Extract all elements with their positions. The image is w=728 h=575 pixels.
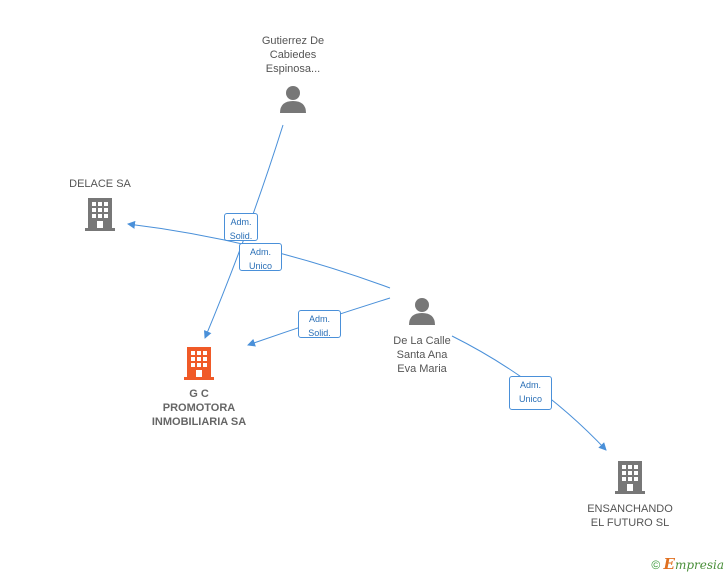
node-label: G C PROMOTORA INMOBILIARIA SA xyxy=(151,388,247,428)
building-icon xyxy=(184,347,214,380)
node-ensanchando[interactable]: ENSANCHANDO EL FUTURO SL xyxy=(574,459,686,530)
node-label: DELACE SA xyxy=(69,178,131,190)
node-gc-promotora[interactable]: G C PROMOTORA INMOBILIARIA SA xyxy=(139,345,259,429)
building-icon xyxy=(615,461,645,494)
edge-label-delacalle-ensanchando: Adm. Unico xyxy=(509,376,552,410)
copyright-symbol: © xyxy=(651,558,661,572)
node-label: Gutierrez De Cabiedes Espinosa... xyxy=(261,35,325,75)
node-gutierrez[interactable]: Gutierrez De Cabiedes Espinosa... xyxy=(238,34,348,118)
building-icon xyxy=(85,198,115,231)
node-delace[interactable]: DELACE SA xyxy=(50,177,150,236)
edge-label-delacalle-gc: Adm. Solid. xyxy=(298,310,341,338)
brand-logo: Empresia xyxy=(663,555,725,573)
node-label: ENSANCHANDO EL FUTURO SL xyxy=(587,503,673,529)
person-icon xyxy=(280,86,306,113)
node-label: De La Calle Santa Ana Eva Maria xyxy=(393,335,451,375)
person-icon xyxy=(409,298,435,325)
edge-label-delacalle-delace: Adm. Unico xyxy=(239,243,282,271)
node-delacalle[interactable]: De La Calle Santa Ana Eva Maria xyxy=(372,296,472,376)
edge-label-gutierrez-gc: Adm. Solid. xyxy=(224,213,258,241)
footer-brand: © Empresia xyxy=(651,555,724,573)
